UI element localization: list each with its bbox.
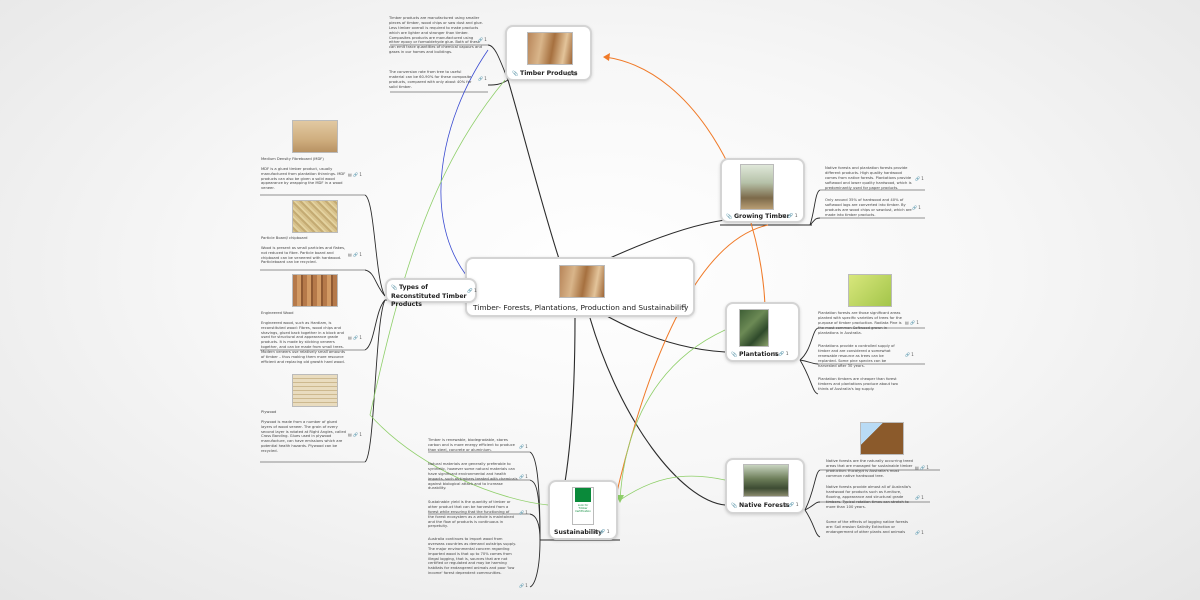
notes-icon: ▤ ▤	[567, 72, 577, 77]
sustainability-label: Sustainability	[554, 529, 603, 536]
timber-products-label: Timber Products	[519, 70, 578, 77]
engineered-wood-note: Engineered Wood Engineered wood, such as…	[261, 311, 346, 364]
pin-icon: 📎	[512, 71, 520, 77]
relation-green-1[interactable]	[369, 79, 506, 416]
topic-growing-timber[interactable]: 📎 Growing Timber ▤ 🔗 1	[720, 158, 805, 223]
topic-reconstituted[interactable]: 📎 Types of Reconstituted Timber Products…	[385, 278, 477, 308]
topic-sustainability[interactable]: Look for Timber Certification Sustainabi…	[548, 480, 618, 540]
central-image	[559, 265, 605, 298]
certification-logo: Look for Timber Certification	[572, 487, 594, 525]
reconstituted-label: Types of Reconstituted Timber Products	[391, 284, 467, 309]
topic-timber-products[interactable]: 📎 Timber Products ▤ ▤	[505, 25, 592, 81]
native-forests-note-3: Some of the effects of logging native fo…	[826, 520, 909, 534]
native-forests-note-1: Native forests are the naturally occurri…	[826, 459, 913, 478]
native-forests-note-2: Native forests provide almost all of Aus…	[826, 485, 911, 509]
link-central-growing-timber	[609, 219, 726, 259]
relation-green-3[interactable]	[619, 475, 726, 501]
plantations-note-2: Plantations provide a controlled supply …	[818, 344, 895, 368]
particle-board-note: Particle Board/ chipboard Wood is presen…	[261, 236, 346, 265]
growing-timber-note-1: Native forests and plantation forests pr…	[825, 166, 912, 190]
notes-icon: ▤	[682, 304, 687, 309]
plantations-image	[739, 309, 769, 347]
link-badge[interactable]: 🔗 1	[478, 76, 487, 81]
central-topic[interactable]: Timber- Forests, Plantations, Production…	[465, 257, 695, 317]
plywood-image	[292, 374, 338, 407]
link-central-timber-products	[507, 79, 561, 263]
timber-products-image	[527, 32, 573, 65]
link-central-plantations	[604, 314, 726, 353]
topic-native-forests[interactable]: 📎 Native Forests ▤ 🔗 1	[725, 458, 805, 514]
link-central-native-forests	[589, 317, 726, 506]
relation-blue[interactable]	[440, 49, 489, 281]
relation-orange[interactable]	[604, 56, 766, 306]
timber-products-note-2: The conversion rate from tree to useful …	[389, 70, 472, 89]
engineered-wood-image	[292, 274, 338, 307]
timber-products-note-1: Timber products are manufactured using s…	[389, 16, 483, 55]
plywood-note: Plywood Plywood is made from a number of…	[261, 410, 346, 453]
native-forests-label: Native Forests	[738, 502, 790, 509]
plantations-note-3: Plantation timbers are cheaper than fore…	[818, 377, 898, 391]
sustainability-note-1: Timber is renewable, biodegradable, stor…	[428, 438, 515, 452]
sustainability-note-2: Natural materials are generally preferab…	[428, 462, 518, 491]
native-forests-image	[743, 464, 789, 497]
tree-logo-icon	[575, 488, 591, 502]
link-badge[interactable]: 🔗 1	[478, 37, 487, 42]
native-forests-diagram-image	[860, 422, 904, 455]
growing-timber-image	[740, 164, 774, 210]
plantations-label: Plantations	[738, 351, 779, 358]
plantations-note-1: Plantation forests are those significant…	[818, 311, 902, 335]
link-central-sustainability	[564, 317, 576, 483]
mdf-note: Medium Density Fibreboard (MDF) MDF is a…	[261, 157, 346, 191]
sustainability-note-3: Sustainable yield is the quantity of tim…	[428, 500, 514, 529]
growing-timber-note-2: Only around 35% of hardwood and 40% of s…	[825, 198, 912, 217]
plantations-diagram-image	[848, 274, 892, 307]
particle-board-image	[292, 200, 338, 233]
relation-green-2[interactable]	[619, 329, 726, 501]
sustainability-note-4: Australia continues to import wood from …	[428, 537, 516, 576]
topic-plantations[interactable]: 📎 Plantations ▤ 🔗 1	[725, 302, 800, 362]
central-topic-label: Timber- Forests, Plantations, Production…	[473, 303, 689, 312]
mdf-image	[292, 120, 338, 153]
growing-timber-label: Growing Timber	[733, 213, 790, 220]
